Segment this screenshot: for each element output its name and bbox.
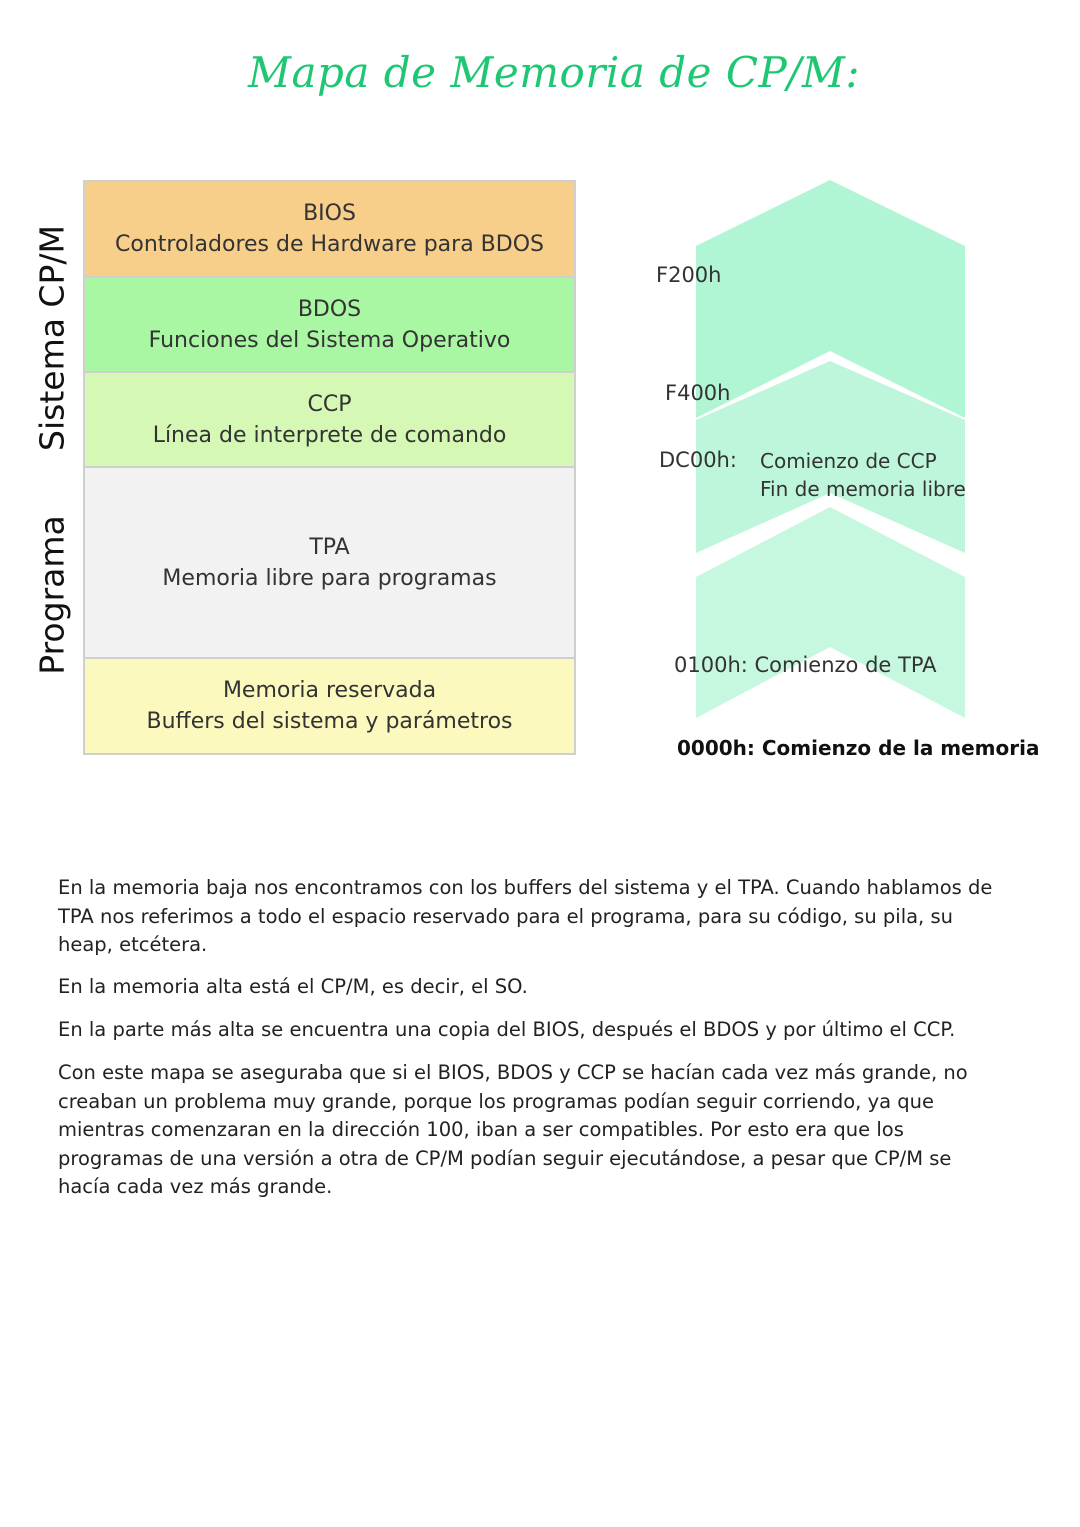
chevron-bottom-shape (696, 507, 965, 718)
address-f400: F400h (665, 381, 731, 405)
block-desc: Memoria libre para programas (162, 565, 497, 591)
block-name: TPA (309, 534, 350, 560)
address-memory-start: 0000h: Comienzo de la memoria (677, 736, 1040, 760)
paragraph-low-memory: En la memoria baja nos encontramos con l… (58, 876, 993, 956)
block-desc: Controladores de Hardware para BDOS (115, 232, 544, 257)
address-chevrons (696, 180, 965, 718)
chevron-top-shape (696, 180, 965, 418)
page-title: Mapa de Memoria de CP/M: (247, 48, 861, 97)
block-name: CCP (307, 391, 352, 417)
tpa-block: TPA Memoria libre para programas (85, 468, 574, 659)
block-name: BIOS (303, 201, 356, 226)
block-name: Memoria reservada (222, 678, 437, 703)
paragraph-high-memory: En la memoria alta está el CP/M, es deci… (58, 975, 528, 998)
address-dc00: DC00h: (659, 448, 737, 472)
ccp-block: CCP Línea de interprete de comando (85, 373, 574, 468)
dc00-note-free-end: Fin de memoria libre (760, 477, 966, 501)
block-desc: Funciones del Sistema Operativo (148, 327, 511, 353)
bdos-block: BDOS Funciones del Sistema Operativo (85, 278, 574, 373)
block-desc: Buffers del sistema y parámetros (146, 709, 513, 734)
block-desc: Línea de interprete de comando (152, 422, 507, 448)
bios-block: BIOS Controladores de Hardware para BDOS (85, 182, 574, 278)
paragraph-compatibility: Con este mapa se aseguraba que si el BIO… (58, 1061, 968, 1198)
address-f200: F200h (656, 263, 722, 287)
block-name: BDOS (297, 296, 362, 322)
chevron-middle-shape (696, 361, 965, 553)
address-tpa-start: 0100h: Comienzo de TPA (674, 653, 937, 677)
reserved-memory-block: Memoria reservada Buffers del sistema y … (85, 659, 574, 753)
memory-map: BIOS Controladores de Hardware para BDOS… (83, 180, 576, 755)
paragraph-highest-part: En la parte más alta se encuentra una co… (58, 1018, 956, 1041)
dc00-note-ccp-start: Comienzo de CCP (760, 449, 937, 473)
